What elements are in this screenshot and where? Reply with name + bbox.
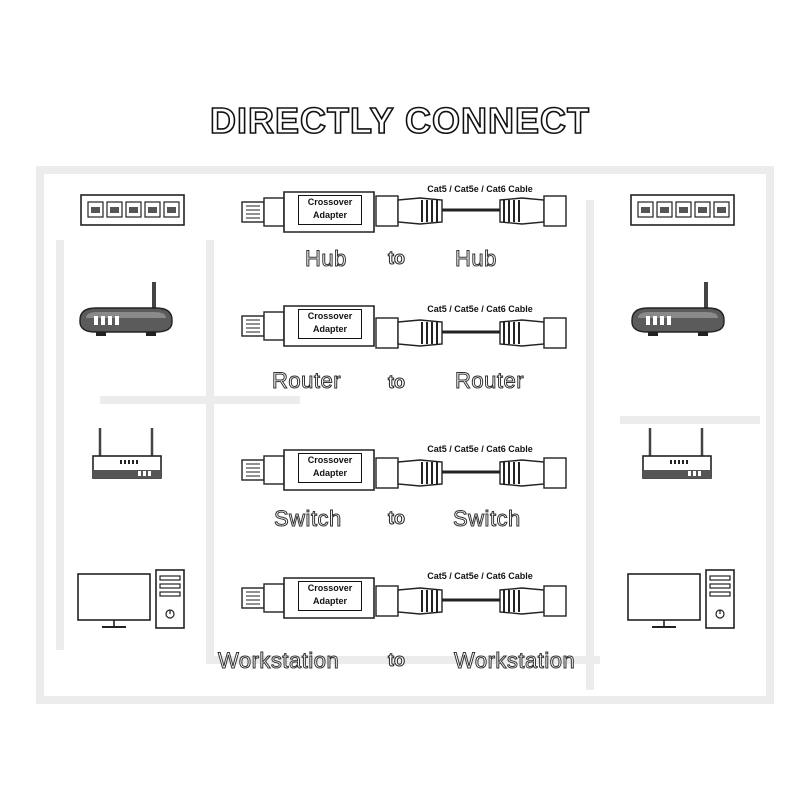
connector-to: to [388, 372, 406, 393]
cable-label: Cat5 / Cat5e / Cat6 Cable [427, 304, 533, 314]
label-right-hub: Hub [455, 246, 497, 272]
hub-icon [80, 194, 185, 226]
row-workstation: Crossover Adapter Cat5 / Cat5e / Cat6 Ca… [0, 560, 800, 700]
cable-label: Cat5 / Cat5e / Cat6 Cable [427, 184, 533, 194]
adapter-label: Crossover Adapter [298, 309, 362, 339]
router-icon [631, 282, 725, 336]
connector-to: to [388, 650, 406, 671]
adapter-label: Crossover Adapter [298, 195, 362, 225]
switch-icon [642, 428, 712, 479]
label-right-switch: Switch [453, 506, 521, 532]
row-hub: Crossover Adapter Cat5 / Cat5e / Cat6 Ca… [0, 180, 800, 320]
ethernet-cable-icon [375, 317, 567, 349]
ethernet-cable-icon [375, 457, 567, 489]
row-router: Crossover Adapter Cat5 / Cat5e / Cat6 Ca… [0, 282, 800, 428]
switch-icon [92, 428, 162, 479]
connector-to: to [388, 508, 406, 529]
label-right-workstation: Workstation [453, 648, 576, 674]
adapter-label: Crossover Adapter [298, 581, 362, 611]
workstation-icon [77, 569, 185, 629]
label-left-router: Router [271, 368, 342, 394]
connector-to: to [388, 248, 406, 269]
label-left-switch: Switch [274, 506, 342, 532]
label-left-workstation: Workstation [217, 648, 340, 674]
label-left-hub: Hub [305, 246, 347, 272]
workstation-icon [627, 569, 735, 629]
hub-icon [630, 194, 735, 226]
cable-label: Cat5 / Cat5e / Cat6 Cable [427, 444, 533, 454]
label-right-router: Router [454, 368, 525, 394]
page-title: DIRECTLY CONNECT [209, 99, 591, 142]
row-switch: Crossover Adapter Cat5 / Cat5e / Cat6 Ca… [0, 424, 800, 564]
router-icon [79, 282, 173, 336]
adapter-label: Crossover Adapter [298, 453, 362, 483]
cable-label: Cat5 / Cat5e / Cat6 Cable [427, 571, 533, 581]
ethernet-cable-icon [375, 195, 567, 227]
ethernet-cable-icon [375, 585, 567, 617]
